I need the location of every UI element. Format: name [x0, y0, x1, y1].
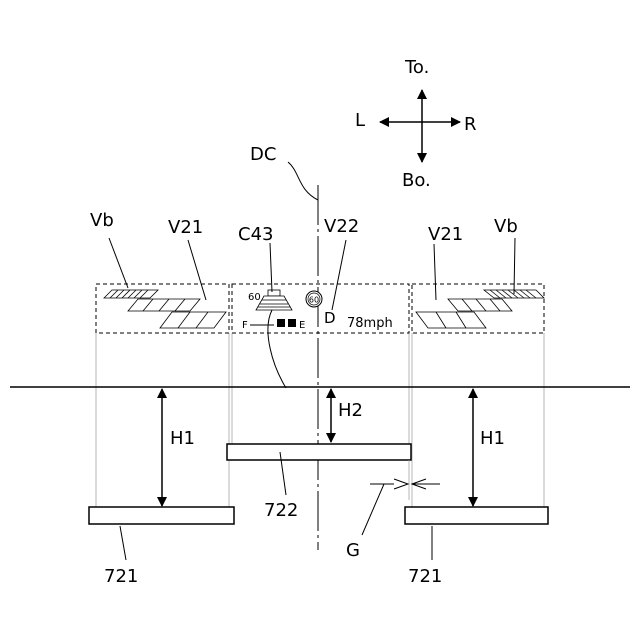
speed-limit-sign-value: 60	[309, 296, 319, 305]
v22-label: V22	[324, 216, 359, 237]
display-panel-721-left	[89, 507, 234, 524]
c43-label: C43	[238, 224, 273, 245]
center-display-content: 60 60 F E D 78mph	[242, 290, 393, 331]
fuel-level-block	[277, 319, 285, 327]
compass-left-label: L	[355, 110, 365, 131]
compass-top-label: To.	[404, 57, 429, 78]
compass-right-label: R	[464, 114, 477, 135]
gear-indicator: D	[324, 309, 336, 327]
orientation-compass: To. Bo. L R	[355, 57, 477, 191]
h2-label: H2	[338, 400, 363, 421]
h1-right-label: H1	[480, 428, 505, 449]
compass-bottom-label: Bo.	[402, 170, 431, 191]
speed-readout: 78mph	[347, 316, 393, 331]
vb-left-label: Vb	[90, 210, 114, 231]
dc-label: DC	[250, 144, 276, 165]
ref-722-label: 722	[264, 500, 298, 521]
gap-label: G	[346, 540, 360, 561]
right-lane-markers	[416, 290, 544, 328]
center-line-dc: DC	[250, 144, 318, 550]
fuel-level-block	[288, 319, 296, 327]
fuel-full-label: F	[242, 320, 248, 331]
display-panel-721-right	[405, 507, 548, 524]
vb-right-label: Vb	[494, 216, 518, 237]
speed-limit-sign-icon: 60	[306, 291, 322, 307]
fuel-empty-label: E	[299, 320, 305, 331]
vehicle-icon	[256, 290, 292, 310]
projection-lines	[96, 333, 544, 508]
v21-right-label: V21	[428, 224, 463, 245]
h1-left-label: H1	[170, 428, 195, 449]
ref-721-right-label: 721	[408, 566, 442, 587]
ref-721-left-label: 721	[104, 566, 138, 587]
display-panel-722	[227, 444, 411, 460]
v21-left-label: V21	[168, 217, 203, 238]
left-lane-markers	[104, 290, 226, 328]
speed-limit-left-value: 60	[248, 292, 261, 303]
